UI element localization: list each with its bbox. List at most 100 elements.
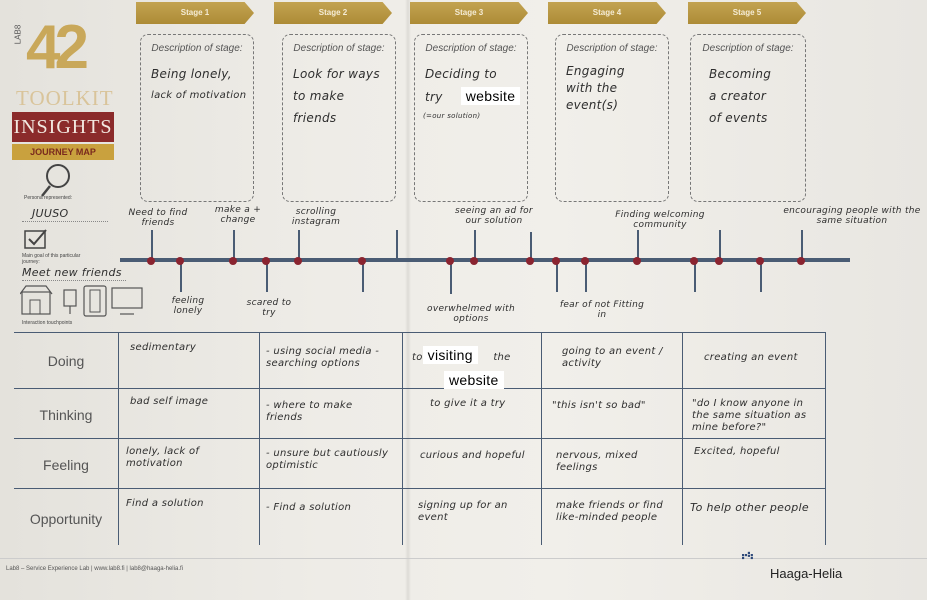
stage-5-description: Becoming a creator of events <box>709 67 772 125</box>
timeline-dot <box>526 257 534 265</box>
cell-feeling-5: Excited, hopeful <box>694 446 780 457</box>
stage-5-box: Description of stage: Becoming a creator… <box>690 34 806 202</box>
cell-thinking-3: to give it a try <box>430 398 506 409</box>
paper-fold <box>405 0 411 600</box>
cell-doing-4: going to an event / activity <box>562 346 663 369</box>
stage-1-description: Being lonely, lack of motivation <box>151 67 247 101</box>
goal-label: Main goal of this particular journey: <box>22 253 81 265</box>
stage-3-box: Description of stage: Deciding to try we… <box>414 34 528 202</box>
timeline-tick <box>556 260 558 292</box>
timeline-tick <box>233 230 235 260</box>
stage-4-box: Description of stage: Engaging with the … <box>555 34 669 202</box>
stage-2-banner: Stage 2 <box>274 2 392 24</box>
stage-3-subnote: (=our solution) <box>423 112 481 120</box>
logo-journey-map-text: JOURNEY MAP <box>12 144 114 160</box>
stage-3-description: Deciding to try website <box>425 63 521 108</box>
timeline-tick <box>474 230 476 260</box>
haaga-helia-logo-icon <box>742 551 753 560</box>
timeline-dot <box>715 257 723 265</box>
cell-thinking-2: - where to make friends <box>266 400 353 423</box>
touchpoint-devices-icon <box>20 285 143 317</box>
goal-text: Meet new friends <box>22 266 122 279</box>
row-label-doing: Doing <box>47 353 85 369</box>
timeline-tick <box>760 260 762 292</box>
cell-feeling-1: lonely, lack of motivation <box>126 446 200 469</box>
website-label-2: website <box>444 371 504 389</box>
stage-2-box: Description of stage: Look for ways to m… <box>282 34 396 202</box>
checkbox-icon <box>24 229 47 249</box>
journey-timeline <box>120 258 850 262</box>
timeline-dot <box>446 257 454 265</box>
timeline-tick <box>362 260 364 292</box>
timeline-dot <box>581 257 589 265</box>
stage-5-banner: Stage 5 <box>688 2 806 24</box>
tl-label-encouraging: encouraging people with the same situati… <box>783 206 921 226</box>
timeline-tick <box>530 232 532 260</box>
cell-thinking-1: bad self image <box>130 396 209 407</box>
stage-4-label: Description of stage: <box>566 43 658 54</box>
touchpoints-label: Interaction touchpoints <box>22 320 73 326</box>
stage-4-description: Engaging with the event(s) <box>566 64 625 112</box>
tl-label-overwhelmed: overwhelmed with options <box>427 304 515 324</box>
timeline-dot <box>690 257 698 265</box>
timeline-dot <box>147 257 155 265</box>
tl-label-make-change: make a + change <box>214 205 262 225</box>
column-divider <box>825 333 826 545</box>
footer-divider <box>0 558 927 559</box>
timeline-tick <box>298 230 300 260</box>
timeline-tick <box>694 260 696 292</box>
timeline-tick <box>151 230 153 260</box>
row-doing: Doing <box>14 333 826 389</box>
magnifier-icon <box>41 164 70 197</box>
tl-label-scared: scared to try <box>246 298 292 318</box>
cell-doing-2: - using social media - searching options <box>266 346 380 369</box>
stage-1-label: Description of stage: <box>151 43 243 54</box>
cell-thinking-4: "this isn't so bad" <box>552 400 646 411</box>
timeline-tick <box>396 230 398 260</box>
persona-name: JUUSO <box>32 207 69 220</box>
stage-4-banner: Stage 4 <box>548 2 666 24</box>
timeline-tick <box>180 260 182 292</box>
cell-opportunity-5: To help other people <box>690 501 809 514</box>
website-label: website <box>460 87 521 105</box>
tl-label-finding: Finding welcoming community <box>615 210 705 230</box>
cell-opportunity-2: - Find a solution <box>266 502 352 513</box>
timeline-tick <box>719 230 721 260</box>
logo-number: 42 <box>26 13 89 82</box>
timeline-dot <box>229 257 237 265</box>
stage-3-banner: Stage 3 <box>410 2 528 24</box>
journey-table: Doing Thinking Feeling Opportunity <box>14 332 826 545</box>
cell-opportunity-4: make friends or find like-minded people <box>556 500 664 523</box>
visiting-label: visiting <box>422 346 478 364</box>
timeline-dot <box>176 257 184 265</box>
tl-label-need-friends: Need to find friends <box>128 208 188 228</box>
cell-doing-5: creating an event <box>704 352 798 363</box>
logo-toolkit-text: TOOLKIT <box>16 86 114 110</box>
timeline-dot <box>470 257 478 265</box>
timeline-dot <box>294 257 302 265</box>
column-divider <box>682 333 683 545</box>
timeline-tick <box>637 230 639 260</box>
footer-contact: Lab8 – Service Experience Lab | www.lab8… <box>6 566 183 572</box>
persona-label: Persona represented: <box>24 195 73 201</box>
brand-name: Haaga-Helia <box>770 566 843 581</box>
cell-doing-1: sedimentary <box>130 342 197 353</box>
timeline-tick <box>801 230 803 260</box>
tl-label-feeling-lonely: feeling lonely <box>171 296 205 316</box>
stage-2-label: Description of stage: <box>293 43 385 54</box>
stage-5-label: Description of stage: <box>702 43 794 54</box>
cell-feeling-3: curious and hopeful <box>420 450 525 461</box>
timeline-tick <box>450 260 452 294</box>
stage-1-banner: Stage 1 <box>136 2 254 24</box>
cell-opportunity-1: Find a solution <box>126 498 204 509</box>
timeline-dot <box>358 257 366 265</box>
stage-2-description: Look for ways to make friends <box>293 67 380 125</box>
cell-feeling-4: nervous, mixed feelings <box>556 450 638 473</box>
goal-underline <box>22 280 126 281</box>
column-divider <box>402 333 403 545</box>
timeline-dot <box>797 257 805 265</box>
tl-label-scrolling: scrolling instagram <box>291 207 341 227</box>
logo-lab-text: LAB8 <box>13 24 23 45</box>
cell-thinking-5: "do I know anyone in the same situation … <box>692 398 807 433</box>
row-opportunity: Opportunity <box>14 489 826 545</box>
